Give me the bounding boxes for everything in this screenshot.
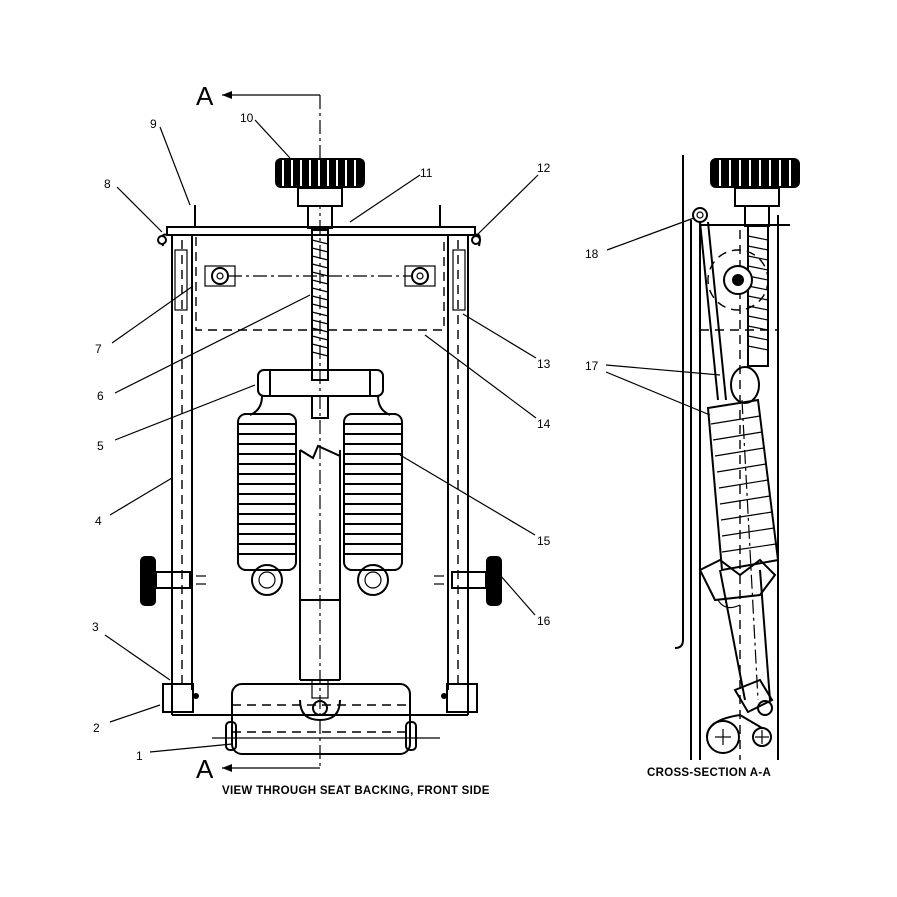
threaded-rod [311,229,329,381]
section-arrow-top-head [222,91,232,99]
center-joint [299,679,341,722]
bottom-pivot-assembly [706,678,774,754]
link-arm-b [707,221,727,401]
callout-16: 16 [537,614,551,628]
strut-left [719,569,746,701]
section-marker-bottom: A [196,754,214,784]
section-arrow-bottom-head [222,764,232,772]
section-spring [706,366,780,572]
side-knob-left [140,556,206,606]
callout-12: 12 [537,161,551,175]
callout-6: 6 [97,389,104,403]
bracket-left [174,249,188,311]
callout-4: 4 [95,514,102,528]
section-marker-top: A [196,81,214,111]
section-threaded-rod [747,225,769,367]
cross-section-caption: CROSS-SECTION A-A [647,767,771,779]
pivot-18 [692,207,708,223]
callout-14: 14 [537,417,551,431]
front-view [140,91,502,772]
lower-clamp [698,558,777,602]
strut-centerline [741,399,759,701]
callout-10: 10 [240,111,254,125]
center-tube [299,444,341,681]
lower-clamp-detail [717,599,741,609]
cross-section-view [674,155,800,760]
callout-7: 7 [95,342,102,356]
callout-15: 15 [537,534,551,548]
hook-right [474,233,481,247]
bottom-roller [225,683,417,755]
callout-9: 9 [150,117,157,131]
spring-left [237,413,297,596]
seat-back-board-end [674,639,684,649]
bottom-bolt-right [441,683,478,713]
section-knob [710,158,800,227]
callout-18: 18 [585,247,599,261]
callout-8: 8 [104,177,111,191]
link-arm-a [699,221,719,401]
bolt-12 [471,235,481,245]
pivot-18-hole [696,211,704,219]
bracket-right [452,249,466,311]
callout-2: 2 [93,721,100,735]
spring-right [343,413,403,596]
callout-11: 11 [420,166,433,180]
front-view-caption: VIEW THROUGH SEAT BACKING, FRONT SIDE [222,785,490,797]
callout-5: 5 [97,439,104,453]
callout-labels: 1 2 3 4 5 6 7 8 9 10 11 12 13 14 15 16 1… [92,111,599,763]
bottom-bolt-left [162,683,199,713]
callout-3: 3 [92,620,99,634]
adjust-knob [275,158,365,229]
callout-17: 17 [585,359,599,373]
bolt-8 [157,235,167,245]
callout-leaders [104,119,721,753]
section-gear [707,249,769,311]
callout-1: 1 [136,749,143,763]
side-knob-right [434,556,502,606]
callout-13: 13 [537,357,551,371]
